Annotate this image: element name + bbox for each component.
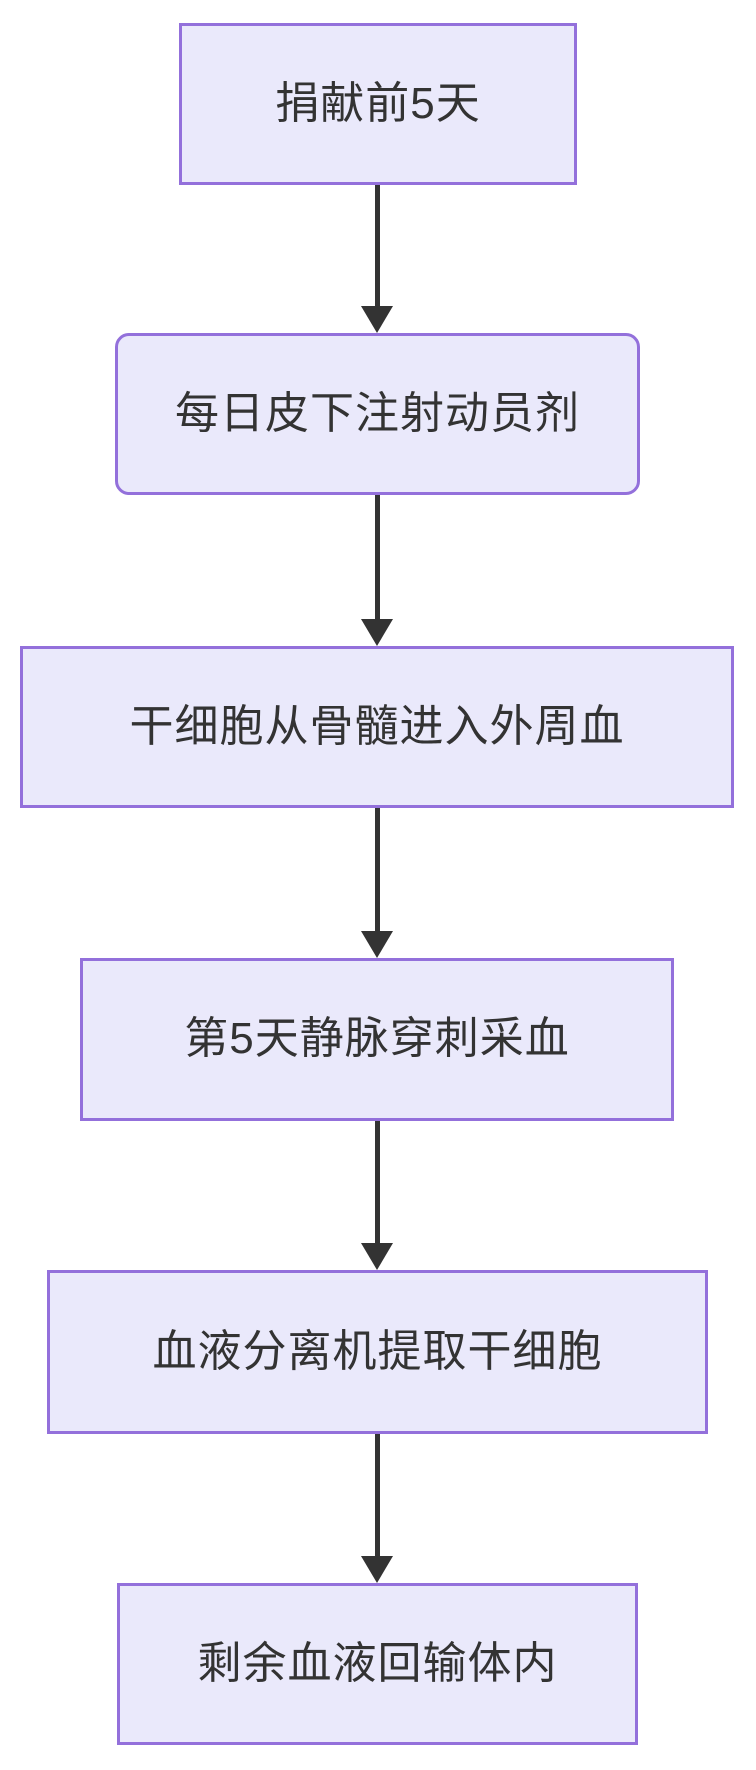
arrow-shaft [374,1434,380,1556]
flow-arrow-4-5 [361,1121,393,1270]
flow-node-blood-return: 剩余血液回输体内 [117,1583,638,1745]
arrow-head-icon [361,306,393,333]
flow-arrow-5-6 [361,1434,393,1583]
flow-node-stem-cells-to-peripheral-blood: 干细胞从骨髓进入外周血 [20,646,734,808]
flow-node-label: 剩余血液回输体内 [197,1638,558,1688]
flow-node-label: 第5天静脉穿刺采血 [184,1014,570,1064]
arrow-head-icon [361,1556,393,1583]
flow-node-before-donation: 捐献前5天 [179,23,577,185]
flow-node-day5-venipuncture: 第5天静脉穿刺采血 [80,958,674,1121]
flow-node-apheresis-extraction: 血液分离机提取干细胞 [47,1270,708,1434]
arrow-head-icon [361,1243,393,1270]
arrow-shaft [374,185,380,306]
arrow-shaft [374,495,380,619]
flow-arrow-2-3 [361,495,393,646]
arrow-head-icon [361,931,393,958]
flow-node-label: 血液分离机提取干细胞 [152,1326,603,1376]
flow-node-label: 干细胞从骨髓进入外周血 [129,701,625,751]
arrow-head-icon [361,619,393,646]
flow-node-label: 捐献前5天 [275,78,481,128]
flow-arrow-3-4 [361,808,393,958]
flow-node-label: 每日皮下注射动员剂 [175,388,580,438]
flow-arrow-1-2 [361,185,393,333]
arrow-shaft [374,808,380,931]
arrow-shaft [374,1121,380,1243]
flow-node-daily-injection: 每日皮下注射动员剂 [115,333,640,495]
